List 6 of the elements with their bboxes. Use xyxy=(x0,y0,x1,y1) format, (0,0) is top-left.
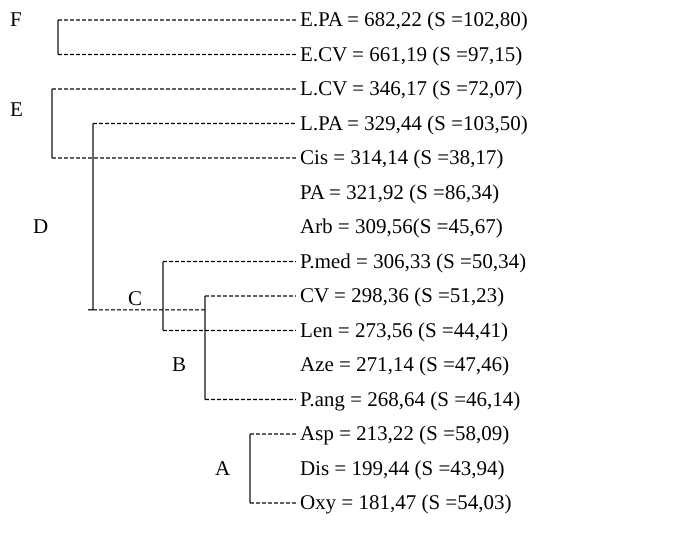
group-letter: D xyxy=(33,214,48,238)
group-letter: B xyxy=(172,352,186,376)
group-letter: E xyxy=(10,96,23,121)
group-letter: F xyxy=(10,7,22,31)
group-letter: C xyxy=(128,286,142,310)
group-letter: A xyxy=(215,456,230,480)
